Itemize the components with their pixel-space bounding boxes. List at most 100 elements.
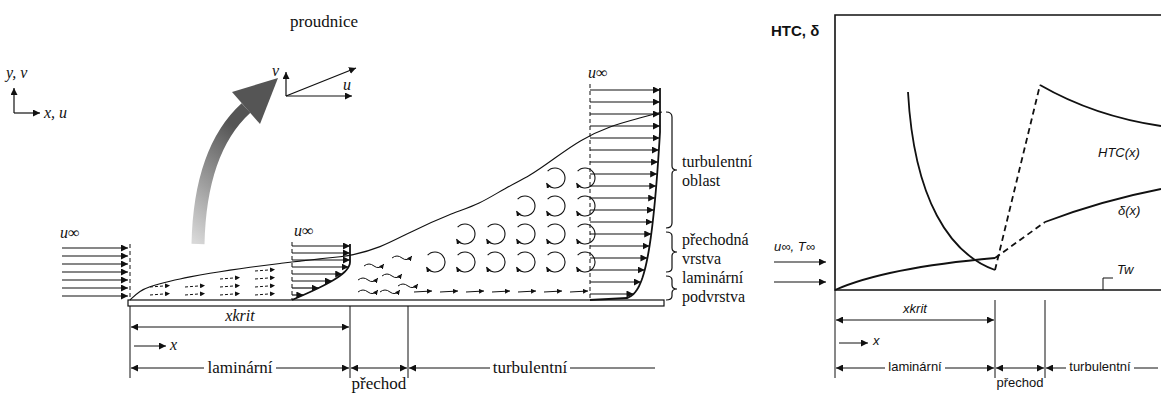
velocity-arrow	[220, 278, 240, 280]
coordinate-axes	[14, 88, 40, 113]
curve-label: δ(x)	[1118, 204, 1140, 219]
velocity-arrow	[590, 281, 641, 282]
eddy	[576, 196, 595, 216]
velocity-arrow	[590, 149, 659, 150]
eddy	[576, 224, 595, 244]
transition-arrow	[358, 290, 378, 294]
velocity-arrow	[590, 245, 650, 246]
freestream-label: u∞	[294, 222, 313, 240]
transition-arrow	[380, 290, 400, 294]
velocity-arrow	[150, 294, 170, 296]
velocity-arrow	[292, 252, 350, 253]
freestream-label: u∞	[60, 224, 79, 242]
velocity-arrow	[590, 173, 657, 174]
transition-arrow	[364, 264, 384, 268]
eddy	[516, 196, 535, 216]
eddy	[546, 224, 565, 244]
transition-arrow	[398, 284, 418, 288]
velocity-arrow	[292, 273, 342, 274]
velocity-arrow	[590, 125, 660, 126]
axis-label: HTC, δ	[771, 22, 819, 39]
detail-arrow	[198, 78, 278, 244]
region-name: laminární	[885, 360, 944, 375]
velocity-arrow	[570, 291, 588, 292]
velocity-arrow	[220, 286, 240, 288]
region-name: laminární	[204, 358, 275, 378]
htc-chart	[774, 15, 1161, 378]
velocity-arrow	[544, 291, 562, 292]
velocity-arrow	[590, 209, 654, 210]
transition-arrow	[392, 256, 412, 260]
region-label: laminární podvrstva	[682, 268, 782, 306]
velocity-arrow	[255, 286, 275, 288]
velocity-arrow	[590, 101, 660, 102]
velocity-arrow	[62, 279, 128, 280]
velocity-arrow	[492, 291, 510, 292]
axis-label: x	[873, 334, 880, 349]
velocity-arrow	[590, 113, 660, 114]
curve-label: HTC(x)	[1098, 146, 1140, 161]
velocity-arrow	[255, 278, 275, 280]
velocity-arrow	[518, 291, 536, 292]
eddy	[546, 196, 565, 216]
region-name: turbulentní	[490, 358, 571, 378]
eddy	[426, 252, 445, 272]
velocity-arrow	[150, 286, 170, 288]
transition-arrow	[358, 278, 378, 282]
velocity-arrow	[590, 221, 653, 222]
velocity-arrow	[62, 295, 128, 296]
velocity-arrow	[590, 89, 660, 90]
region-name: přechod	[997, 376, 1044, 391]
freestream-label: u∞, T∞	[774, 240, 815, 255]
axis-label: x, u	[44, 104, 67, 122]
velocity-arrow	[62, 287, 128, 288]
velocity-profile	[590, 88, 660, 300]
flat-plate	[128, 300, 664, 306]
profile-baseline	[292, 242, 293, 300]
region-dimensions	[130, 306, 655, 378]
axis-label: x	[170, 336, 177, 354]
eddy	[546, 168, 565, 188]
eddy	[516, 224, 535, 244]
velocity-arrow	[62, 255, 128, 256]
eddy	[486, 224, 505, 244]
velocity-arrow	[62, 271, 128, 272]
velocity-arrow	[185, 286, 205, 288]
velocity-arrow	[590, 161, 658, 162]
profile-baseline	[130, 244, 131, 300]
flow-arrows	[62, 84, 662, 300]
velocity-arrow	[590, 293, 633, 294]
eddy	[546, 252, 565, 272]
layer-brackets	[666, 112, 677, 300]
velocity-arrow	[466, 291, 484, 292]
velocity-arrow	[62, 263, 128, 264]
axis-label: v	[272, 62, 279, 80]
velocity-profile	[292, 244, 350, 300]
eddy	[486, 252, 505, 272]
dimension-label: xkrit	[903, 302, 927, 317]
velocity-arrow	[590, 269, 645, 270]
eddy	[456, 224, 475, 244]
profile-baseline	[590, 84, 591, 300]
velocity-arrow	[590, 137, 660, 138]
streamline-detail	[286, 68, 356, 96]
axis-label: u	[343, 76, 351, 94]
boundary-layer-edge	[130, 112, 662, 300]
velocity-arrow	[185, 294, 205, 296]
axis-label: y, v	[6, 64, 27, 82]
eddy	[576, 252, 595, 272]
velocity-arrow	[414, 291, 432, 292]
velocity-arrow	[440, 291, 458, 292]
velocity-arrow	[292, 287, 319, 288]
freestream-label: u∞	[588, 64, 607, 82]
eddy	[576, 168, 595, 188]
wall-temperature-label: Tw	[1117, 263, 1133, 278]
eddy	[516, 252, 535, 272]
velocity-arrow	[590, 257, 647, 258]
velocity-arrow	[292, 259, 350, 260]
streamline-label: proudnice	[290, 12, 358, 32]
velocity-arrow	[590, 233, 651, 234]
region-name: přechod	[352, 374, 407, 394]
velocity-arrow	[292, 266, 349, 267]
velocity-arrow	[255, 270, 275, 272]
